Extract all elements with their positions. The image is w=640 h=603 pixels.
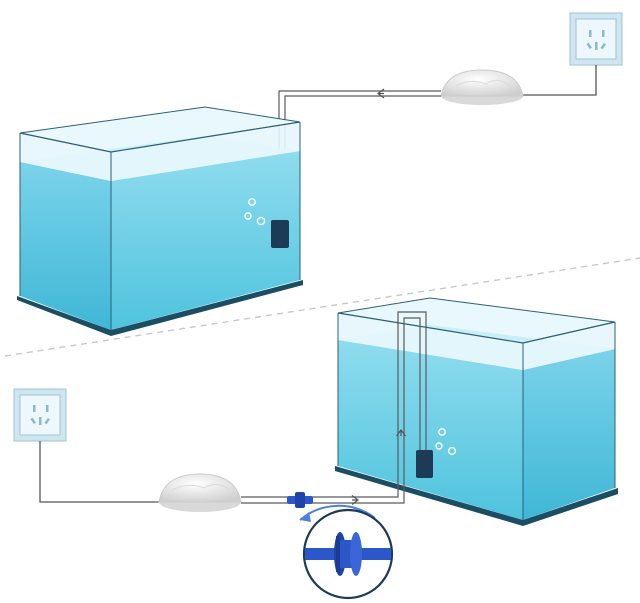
check-valve xyxy=(287,492,313,508)
top-aquarium-tank xyxy=(17,106,303,336)
top-flow-arrow xyxy=(377,88,385,99)
bottom-air-pump xyxy=(158,473,242,512)
bottom-flow-arrow-vertical xyxy=(396,429,406,437)
section-divider xyxy=(4,257,640,357)
zoom-indicator-arrowhead xyxy=(300,512,311,522)
bottom-aquarium-tank xyxy=(335,297,618,526)
top-airline-tube xyxy=(278,90,441,222)
top-power-cord xyxy=(521,65,597,96)
top-wall-outlet xyxy=(569,12,623,66)
bottom-power-cord xyxy=(39,441,160,503)
bottom-bubbles xyxy=(435,428,457,456)
bottom-flow-arrow-horizontal xyxy=(351,495,359,505)
bottom-wall-outlet xyxy=(13,388,67,442)
bottom-airline-tube xyxy=(241,311,427,504)
top-bubbles xyxy=(244,198,266,226)
top-air-stone xyxy=(271,220,289,248)
top-air-pump xyxy=(440,69,524,105)
bottom-air-stone xyxy=(416,450,433,478)
check-valve-magnified xyxy=(302,508,394,600)
